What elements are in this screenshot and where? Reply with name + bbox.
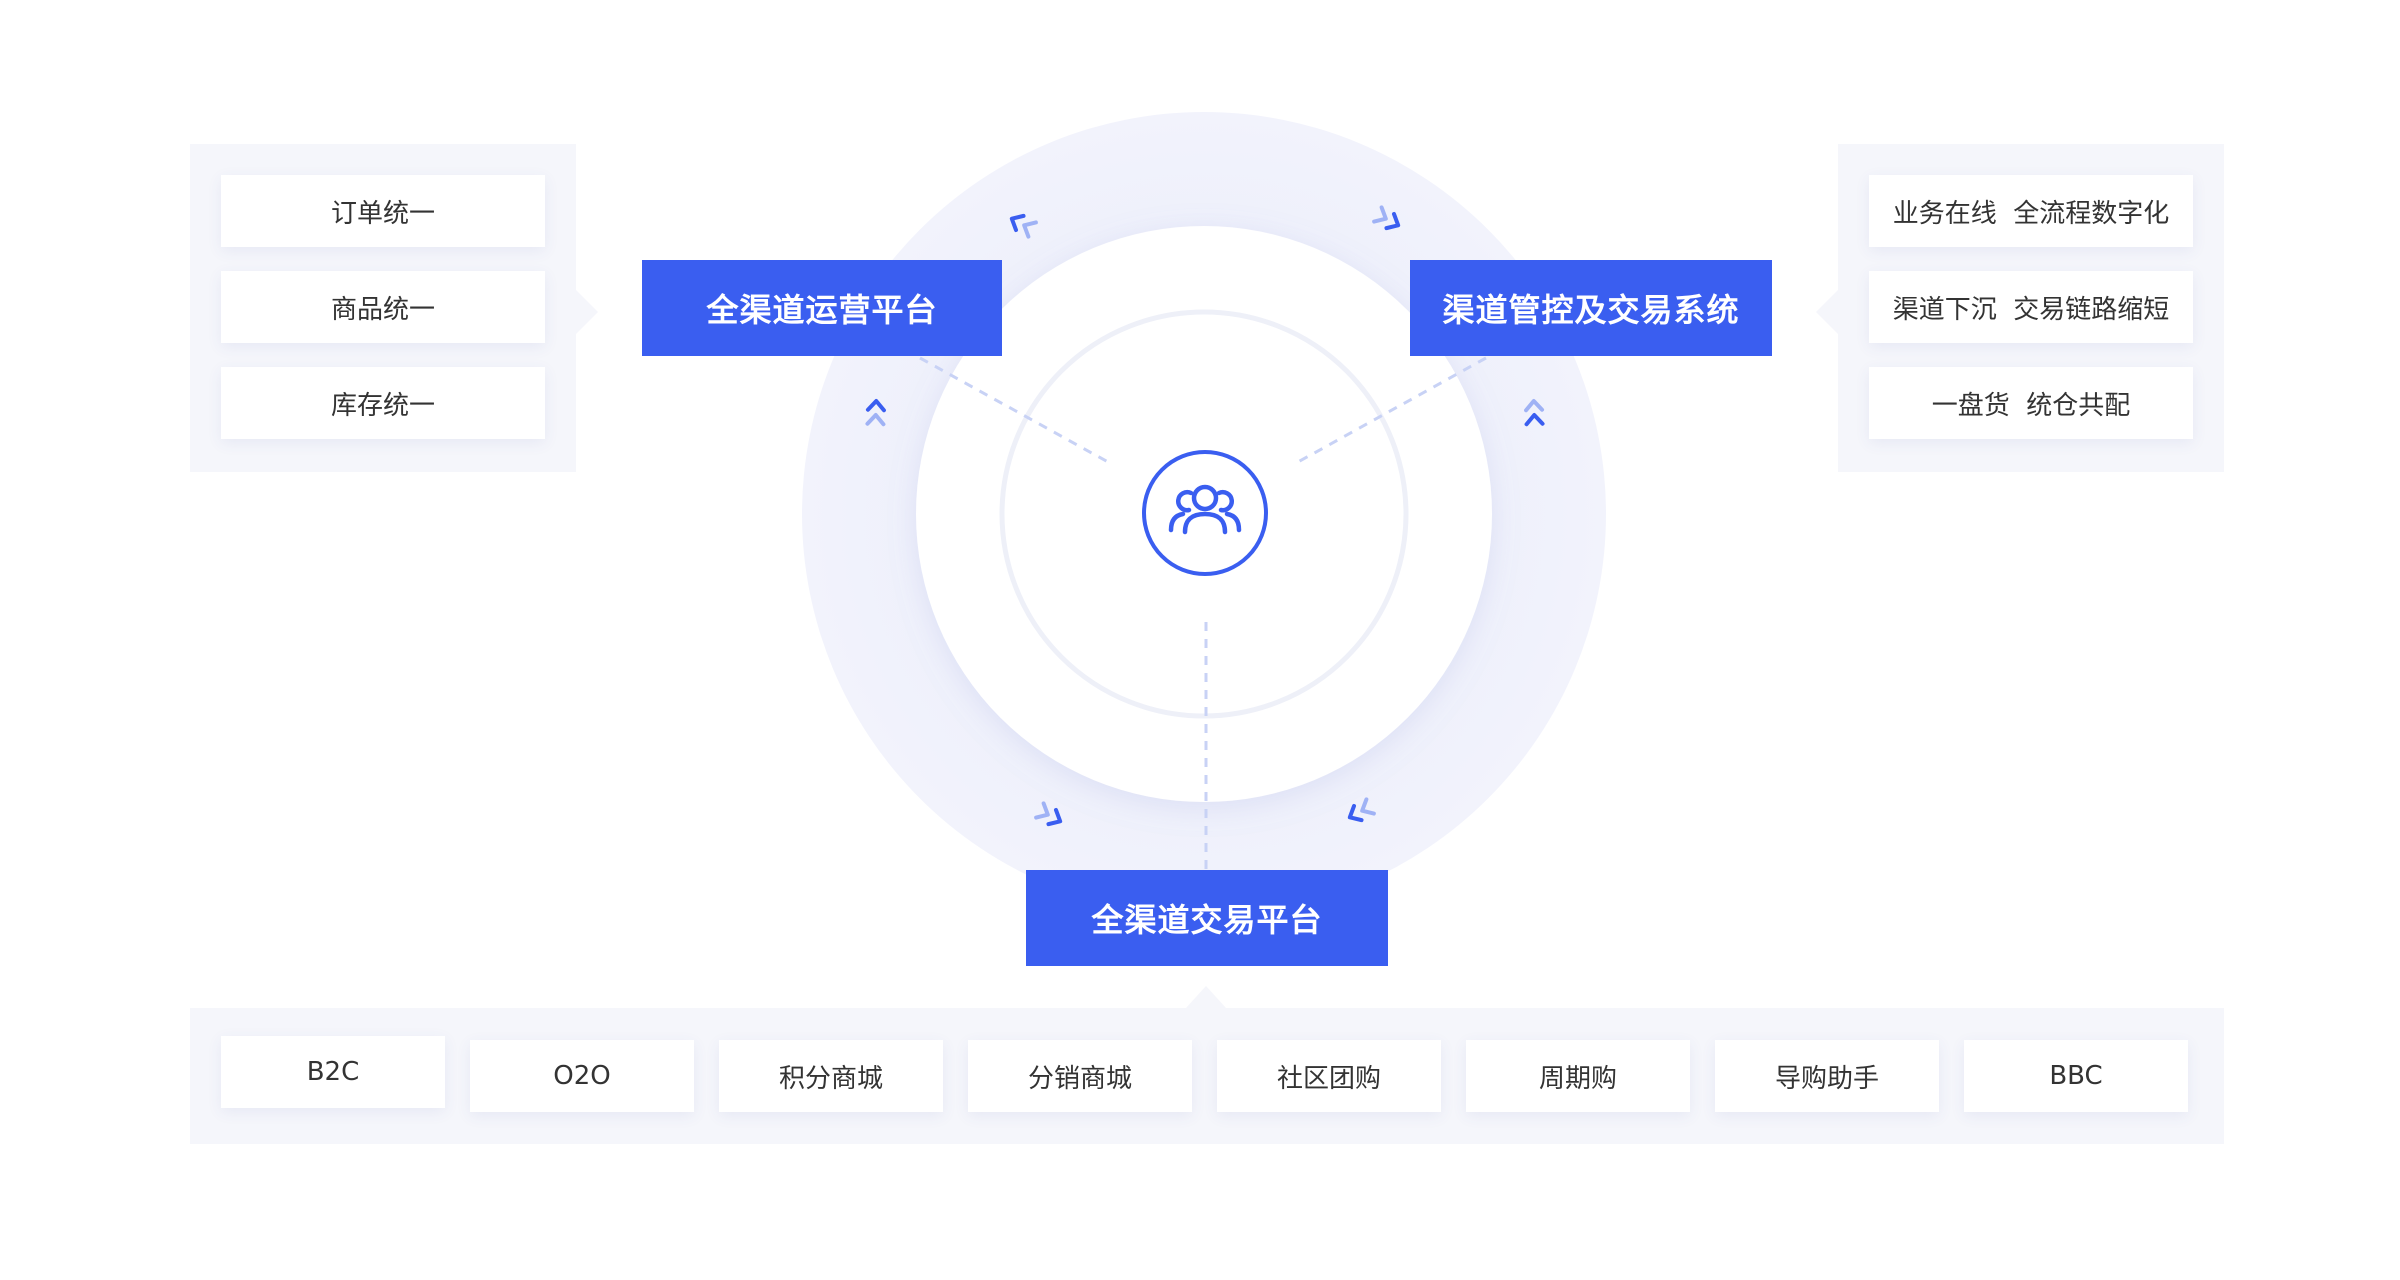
trade-platform-box: 全渠道交易平台 (1026, 870, 1388, 966)
channel-subscription: 周期购 (1466, 1040, 1690, 1112)
right-item-sinking: 渠道下沉 交易链路缩短 (1869, 271, 2193, 343)
inner-ring (999, 309, 1409, 719)
channel-bbc: BBC (1964, 1040, 2188, 1112)
connector-channel (1297, 356, 1487, 464)
ops-platform-box: 全渠道运营平台 (642, 260, 1002, 356)
channel-shopping-guide: 导购助手 (1715, 1040, 1939, 1112)
center-badge (1142, 450, 1268, 576)
left-item-product: 商品统一 (221, 271, 545, 343)
channel-o2o: O2O (470, 1040, 694, 1112)
users-group-icon (1168, 484, 1242, 535)
right-item-warehouse: 一盘货 统仓共配 (1869, 367, 2193, 439)
channel-distribution-mall: 分销商城 (968, 1040, 1192, 1112)
channel-points-mall: 积分商城 (719, 1040, 943, 1112)
right-item-online: 业务在线 全流程数字化 (1869, 175, 2193, 247)
channel-b2c: B2C (221, 1036, 445, 1108)
bottom-panel-pointer (1186, 986, 1226, 1008)
left-panel-pointer (576, 290, 598, 334)
right-panel-pointer (1816, 290, 1838, 334)
connector-ops (919, 356, 1109, 464)
left-item-order: 订单统一 (221, 175, 545, 247)
channel-community-group: 社区团购 (1217, 1040, 1441, 1112)
channel-control-box: 渠道管控及交易系统 (1410, 260, 1772, 356)
left-item-inventory: 库存统一 (221, 367, 545, 439)
